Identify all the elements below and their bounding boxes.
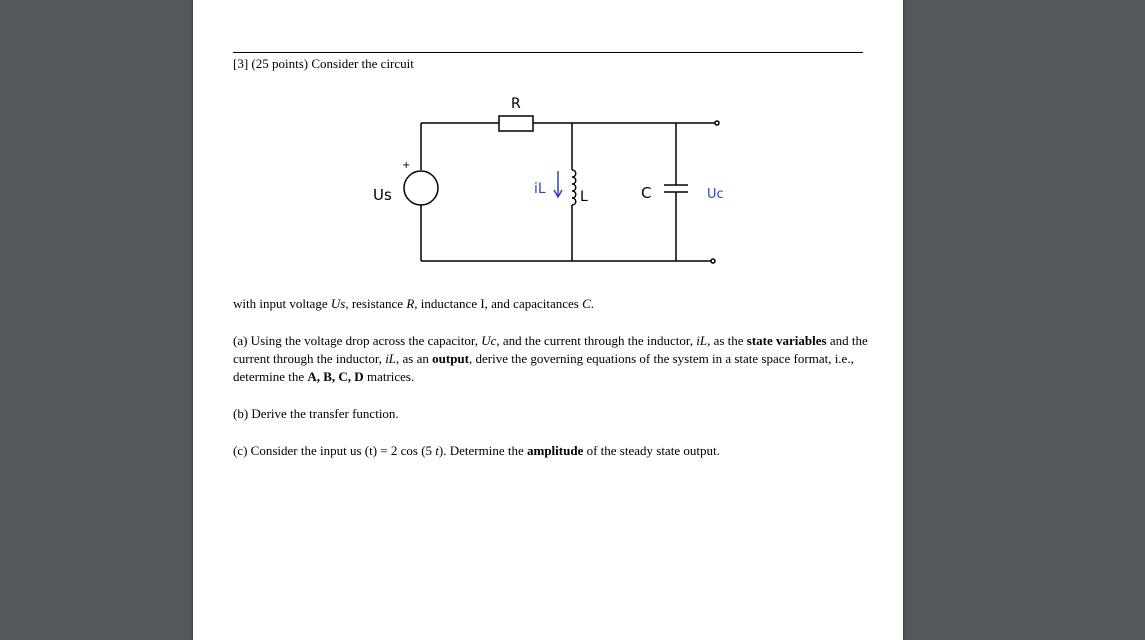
- part-b-text: (b) Derive the transfer function.: [233, 406, 399, 421]
- inductor-label: L: [580, 189, 588, 205]
- output-voltage-label: Uc: [707, 187, 724, 202]
- inductor-coil: [571, 169, 577, 206]
- circuit-diagram: R + Us iL L C Uc: [373, 96, 724, 264]
- resistor-label: R: [511, 96, 521, 112]
- source-label: Us: [373, 186, 392, 204]
- part-a-text: (a) Using the voltage drop across the ca…: [233, 333, 868, 384]
- top-rule: [233, 52, 863, 53]
- current-arrowhead: [553, 189, 563, 199]
- source-polarity: +: [402, 160, 410, 171]
- output-terminal-top: [714, 120, 720, 126]
- problem-heading: [3] (25 points) Consider the circuit: [233, 56, 414, 71]
- part-c-text: (c) Consider the input us (t) = 2 cos (5…: [233, 443, 720, 458]
- capacitor-label: C: [641, 184, 651, 202]
- voltage-source: [403, 170, 439, 206]
- document-page: [3] (25 points) Consider the circuit: [193, 0, 903, 640]
- inductor-current-label: iL: [534, 181, 546, 197]
- intro-text: with input voltage Us, resistance R, ind…: [233, 296, 595, 311]
- resistor: [498, 115, 534, 132]
- output-terminal-bottom: [710, 258, 716, 264]
